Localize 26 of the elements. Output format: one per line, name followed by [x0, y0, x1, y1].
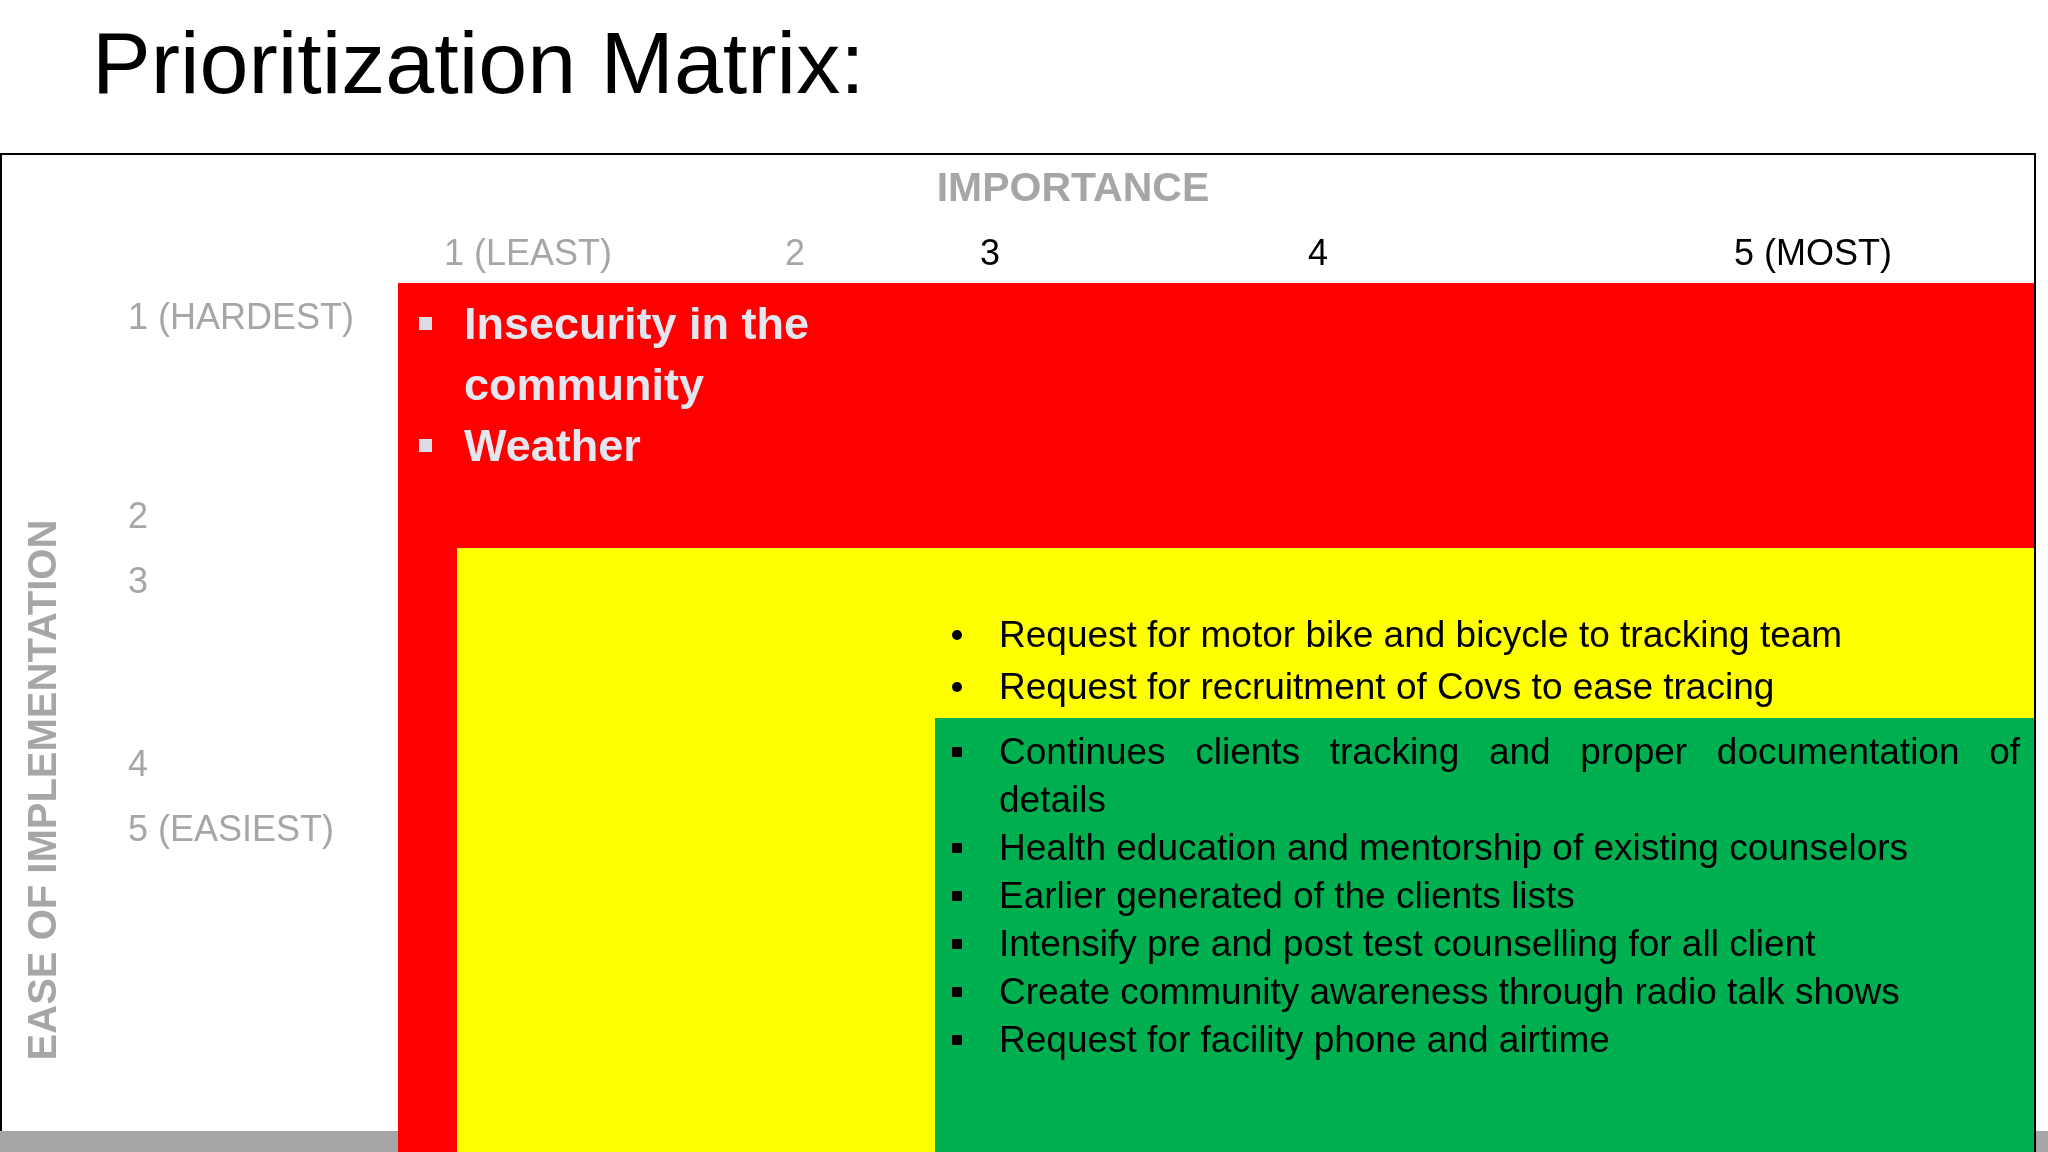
- axis-tick-label: 3: [128, 560, 149, 602]
- axis-tick-label: 5 (EASIEST): [128, 808, 335, 850]
- list-item-text: Insecurity in the community: [464, 297, 811, 412]
- axis-tick-label: 5 (MOST): [1734, 232, 1892, 274]
- list-item-text: Weather: [464, 419, 641, 473]
- matrix-region: [457, 548, 2034, 1152]
- list-item-text: Request for recruitment of Covs to ease tracing: [999, 665, 1775, 709]
- matrix-region: [935, 718, 2034, 1152]
- axis-tick-label: 1 (HARDEST): [128, 296, 355, 338]
- axis-tick-label: 4: [1308, 232, 1328, 274]
- list-item-text: Health education and mentorship of existing counselors: [999, 826, 1909, 870]
- list-item-text: Continues clients tracking and proper documentation of details: [999, 730, 2020, 822]
- axis-tick-label: 2: [785, 232, 805, 274]
- slide-title: Prioritization Matrix:: [92, 12, 865, 114]
- axis-tick-label: 4: [128, 743, 149, 785]
- list-item-text: Request for facility phone and airtime: [999, 1018, 1610, 1062]
- axis-tick-label: 1 (LEAST): [444, 232, 612, 274]
- list-item-text: Earlier generated of the clients lists: [999, 874, 1575, 918]
- matrix-region: [398, 283, 2034, 1152]
- axis-title: IMPORTANCE: [936, 164, 1210, 212]
- axis-title: EASE OF IMPLEMENTATION: [19, 519, 65, 1061]
- axis-tick-label: 2: [128, 495, 149, 537]
- axis-tick-label: 3: [980, 232, 1000, 274]
- list-item-text: Intensify pre and post test counselling for all client: [999, 922, 1816, 966]
- list-item-text: Request for motor bike and bicycle to tracking team: [999, 613, 1843, 657]
- list-item-text: Create community awareness through radio talk shows: [999, 970, 1900, 1014]
